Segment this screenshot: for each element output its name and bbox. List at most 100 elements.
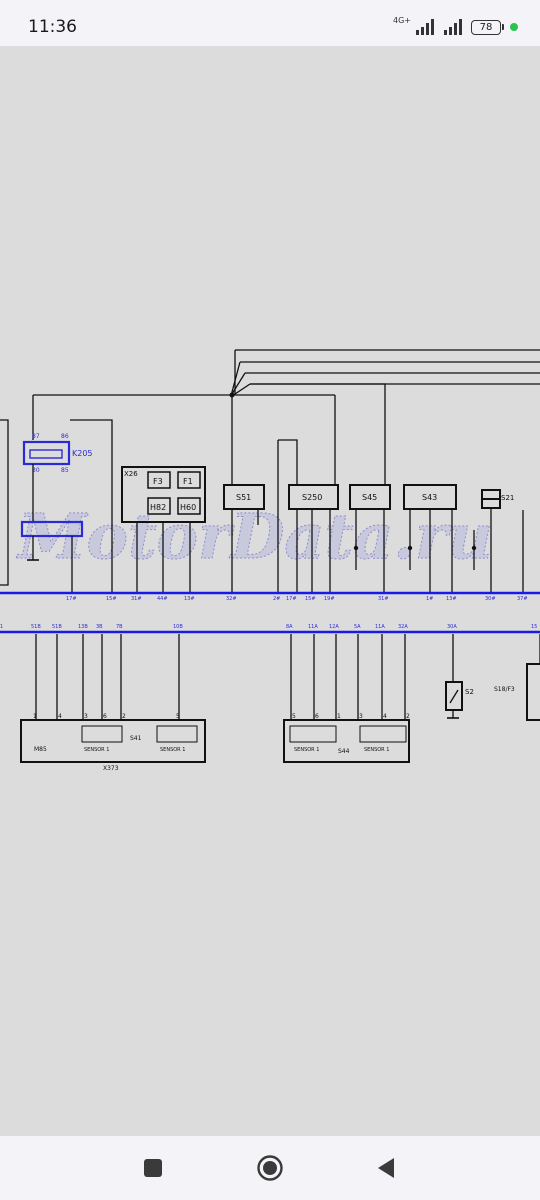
image-viewer[interactable]: MotorData.ru K205 87 (0, 46, 540, 1136)
svg-text:30#: 30# (485, 596, 496, 602)
svg-text:S43: S43 (422, 493, 437, 502)
svg-text:17#: 17# (286, 596, 297, 602)
svg-text:7B: 7B (116, 624, 123, 630)
signal-icon-2 (444, 19, 462, 35)
privacy-indicator-dot (510, 23, 518, 31)
watermark: MotorData.ru (16, 500, 493, 573)
svg-text:37#: 37# (517, 596, 528, 602)
back-button[interactable] (368, 1150, 404, 1186)
lower-bus-labels: 1 51B 51B 13B 3B 7B 10B 8A 11A 12A 5A 11… (0, 624, 537, 630)
svg-text:86: 86 (61, 433, 69, 440)
switch-s43: S43 (403, 484, 457, 592)
svg-text:SENSOR 1: SENSOR 1 (160, 747, 185, 753)
svg-text:11A: 11A (375, 624, 385, 630)
svg-text:11A: 11A (308, 624, 318, 630)
svg-text:31#: 31# (378, 596, 389, 602)
svg-text:5: 5 (292, 713, 296, 720)
svg-text:S18/F3: S18/F3 (494, 686, 515, 693)
svg-text:2: 2 (122, 713, 126, 720)
relay-k205: K205 87 86 30 85 (20, 433, 93, 592)
status-bar: 11:36 4G+ 78 (0, 0, 540, 46)
svg-text:5: 5 (176, 713, 180, 720)
fuse-box-x26: X26 F3 F1 H82 H60 (121, 466, 206, 592)
svg-text:M85: M85 (34, 746, 47, 753)
svg-text:S21: S21 (501, 494, 514, 502)
svg-text:15#: 15# (305, 596, 316, 602)
svg-text:51B: 51B (52, 624, 62, 630)
signal-icon (416, 19, 434, 35)
switch-s2: S2 (445, 681, 474, 719)
svg-text:6: 6 (103, 713, 107, 720)
svg-text:19#: 19# (324, 596, 335, 602)
svg-text:2#: 2# (273, 596, 280, 602)
switch-s51: S51 (223, 484, 265, 592)
svg-text:S2: S2 (465, 688, 474, 696)
svg-text:H82: H82 (150, 503, 166, 512)
navigation-bar (0, 1136, 540, 1200)
home-button[interactable] (252, 1150, 288, 1186)
svg-text:F3: F3 (153, 477, 163, 486)
svg-text:87: 87 (32, 433, 40, 440)
svg-text:4: 4 (383, 713, 387, 720)
svg-text:1: 1 (33, 713, 37, 720)
svg-text:2: 2 (406, 713, 410, 720)
square-icon (144, 1159, 162, 1177)
svg-text:30: 30 (32, 467, 40, 474)
svg-text:S51: S51 (236, 493, 251, 502)
svg-text:10B: 10B (173, 624, 183, 630)
switch-s45: S45 (349, 484, 391, 592)
home-circle-icon (257, 1155, 283, 1181)
svg-text:4: 4 (58, 713, 62, 720)
svg-text:SENSOR 1: SENSOR 1 (364, 747, 389, 753)
svg-text:30A: 30A (447, 624, 457, 630)
svg-text:S45: S45 (362, 493, 377, 502)
svg-text:15: 15 (531, 624, 537, 630)
battery-icon: 78 (471, 19, 504, 35)
svg-text:X373: X373 (103, 765, 119, 772)
svg-text:13#: 13# (184, 596, 195, 602)
switch-s21: S21 (471, 489, 524, 592)
svg-text:S250: S250 (302, 493, 322, 502)
svg-text:15#: 15# (106, 596, 117, 602)
svg-text:1#: 1# (426, 596, 433, 602)
wiring-diagram: MotorData.ru K205 87 (0, 349, 540, 772)
clock: 11:36 (28, 17, 77, 37)
svg-text:3: 3 (359, 713, 363, 720)
svg-text:85: 85 (61, 467, 69, 474)
battery-level: 78 (471, 19, 501, 35)
svg-text:F1: F1 (183, 477, 193, 486)
svg-text:8A: 8A (286, 624, 293, 630)
svg-text:X26: X26 (124, 470, 138, 478)
svg-text:13#: 13# (446, 596, 457, 602)
svg-text:S41: S41 (130, 735, 142, 742)
svg-text:32#: 32# (226, 596, 237, 602)
switch-s250: S250 (288, 484, 339, 592)
svg-text:17#: 17# (66, 596, 77, 602)
svg-text:6: 6 (315, 713, 319, 720)
svg-text:SENSOR 1: SENSOR 1 (84, 747, 109, 753)
lower-drops (35, 634, 540, 720)
module-x373: 1 4 3 6 2 5 M85 SENSOR 1 S41 SENSOR 1 X3… (20, 713, 206, 772)
svg-text:1: 1 (337, 713, 341, 720)
svg-text:SENSOR 1: SENSOR 1 (294, 747, 319, 753)
switch-s18f3: S18/F3 (494, 663, 540, 721)
upper-bus-labels: 17# 15# 31# 44# 13# 32# 2# 17# 15# 19# 3… (66, 596, 528, 602)
status-icons: 4G+ 78 (393, 16, 518, 38)
module-s44: 5 6 1 3 4 2 SENSOR 1 S44 SENSOR 1 (283, 713, 410, 763)
svg-text:1: 1 (0, 624, 3, 630)
svg-text:K205: K205 (72, 449, 93, 458)
back-triangle-icon (378, 1158, 394, 1178)
svg-text:5A: 5A (354, 624, 361, 630)
svg-text:13B: 13B (78, 624, 88, 630)
svg-text:44#: 44# (157, 596, 168, 602)
svg-text:H60: H60 (180, 503, 196, 512)
svg-text:31#: 31# (131, 596, 142, 602)
svg-text:3: 3 (84, 713, 88, 720)
wiring-trunk (0, 349, 540, 592)
recents-button[interactable] (135, 1150, 171, 1186)
svg-text:32A: 32A (398, 624, 408, 630)
network-type: 4G+ (393, 16, 411, 25)
svg-text:51B: 51B (31, 624, 41, 630)
svg-text:3B: 3B (96, 624, 103, 630)
svg-text:S44: S44 (338, 748, 350, 755)
